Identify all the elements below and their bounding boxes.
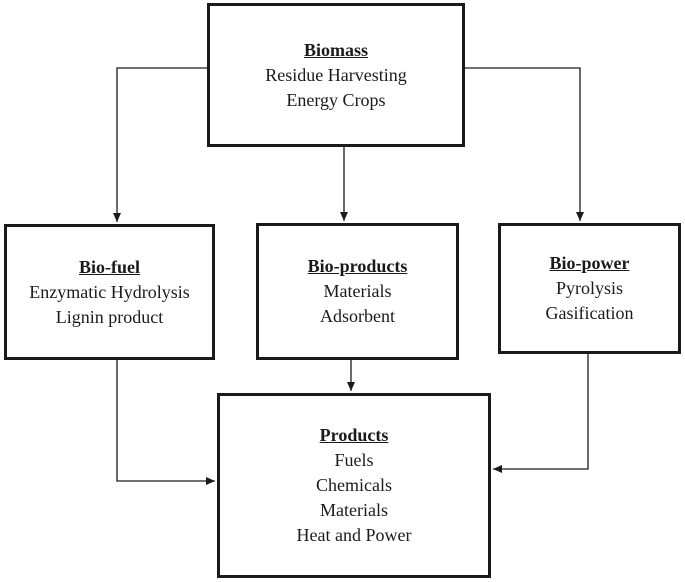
bioproducts-line: Materials xyxy=(323,281,392,301)
biopower-line: Gasification xyxy=(545,303,634,323)
biomass-line: Residue Harvesting xyxy=(265,64,407,85)
bioproducts-title: Bio-products xyxy=(307,256,408,276)
products-line: Heat and Power xyxy=(296,525,412,545)
products-line: Fuels xyxy=(334,450,374,470)
products-node: Products Fuels Chemicals Materials Heat … xyxy=(217,393,491,578)
biopower-line: Pyrolysis xyxy=(555,278,624,298)
biopower-node: Bio-power Pyrolysis Gasification xyxy=(498,223,681,354)
arrow-biomass-to-biopower xyxy=(465,67,584,221)
biomass-line: Energy Crops xyxy=(286,89,386,110)
biomass-node: Biomass Residue Harvesting Energy Crops xyxy=(207,3,465,147)
biomass-title: Biomass xyxy=(303,39,368,60)
bioproducts-line: Adsorbent xyxy=(320,306,395,326)
biofuel-node: Bio-fuel Enzymatic Hydrolysis Lignin pro… xyxy=(4,224,215,360)
products-line: Materials xyxy=(320,500,388,520)
products-title: Products xyxy=(319,425,389,445)
arrow-biomass-to-biofuel xyxy=(113,67,207,222)
biofuel-line: Lignin product xyxy=(55,306,164,327)
bioproducts-node: Bio-products Materials Adsorbent xyxy=(256,223,459,360)
products-line: Chemicals xyxy=(316,475,392,495)
biofuel-line: Enzymatic Hydrolysis xyxy=(29,281,190,302)
biofuel-title: Bio-fuel xyxy=(79,256,140,277)
arrow-biofuel-to-products xyxy=(116,360,215,485)
biopower-title: Bio-power xyxy=(549,253,630,273)
arrow-biopower-to-products xyxy=(493,354,589,473)
